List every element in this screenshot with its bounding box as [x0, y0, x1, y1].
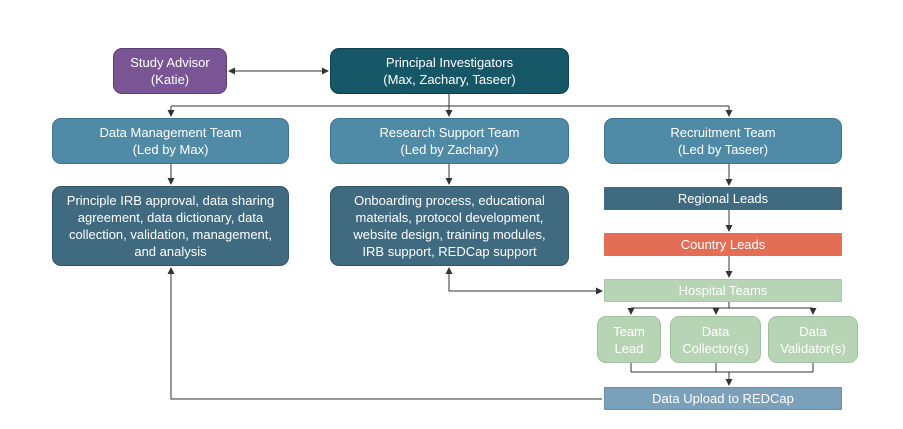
data-upload-box: Data Upload to REDCap	[604, 387, 842, 410]
principal-investigators-box: Principal Investigators (Max, Zachary, T…	[330, 48, 569, 94]
team-lead-box: Team Lead	[597, 316, 661, 363]
data-management-team-box: Data Management Team (Led by Max)	[52, 118, 289, 164]
data-validator-box: Data Validator(s)	[768, 316, 858, 363]
data-management-tasks-box: Principle IRB approval, data sharing agr…	[52, 186, 289, 266]
research-support-tasks-box: Onboarding process, educational material…	[330, 186, 569, 266]
study-advisor-box: Study Advisor (Katie)	[113, 48, 227, 94]
upload-dm-connector	[167, 267, 602, 400]
research-support-team-box: Research Support Team (Led by Zachary)	[330, 118, 569, 164]
data-collector-box: Data Collector(s)	[670, 316, 761, 363]
hospital-teams-box: Hospital Teams	[604, 279, 842, 302]
regional-leads-box: Regional Leads	[604, 187, 842, 210]
rs-hospital-connector	[445, 267, 603, 295]
country-leads-box: Country Leads	[604, 233, 842, 256]
recruitment-team-box: Recruitment Team (Led by Taseer)	[604, 118, 842, 164]
